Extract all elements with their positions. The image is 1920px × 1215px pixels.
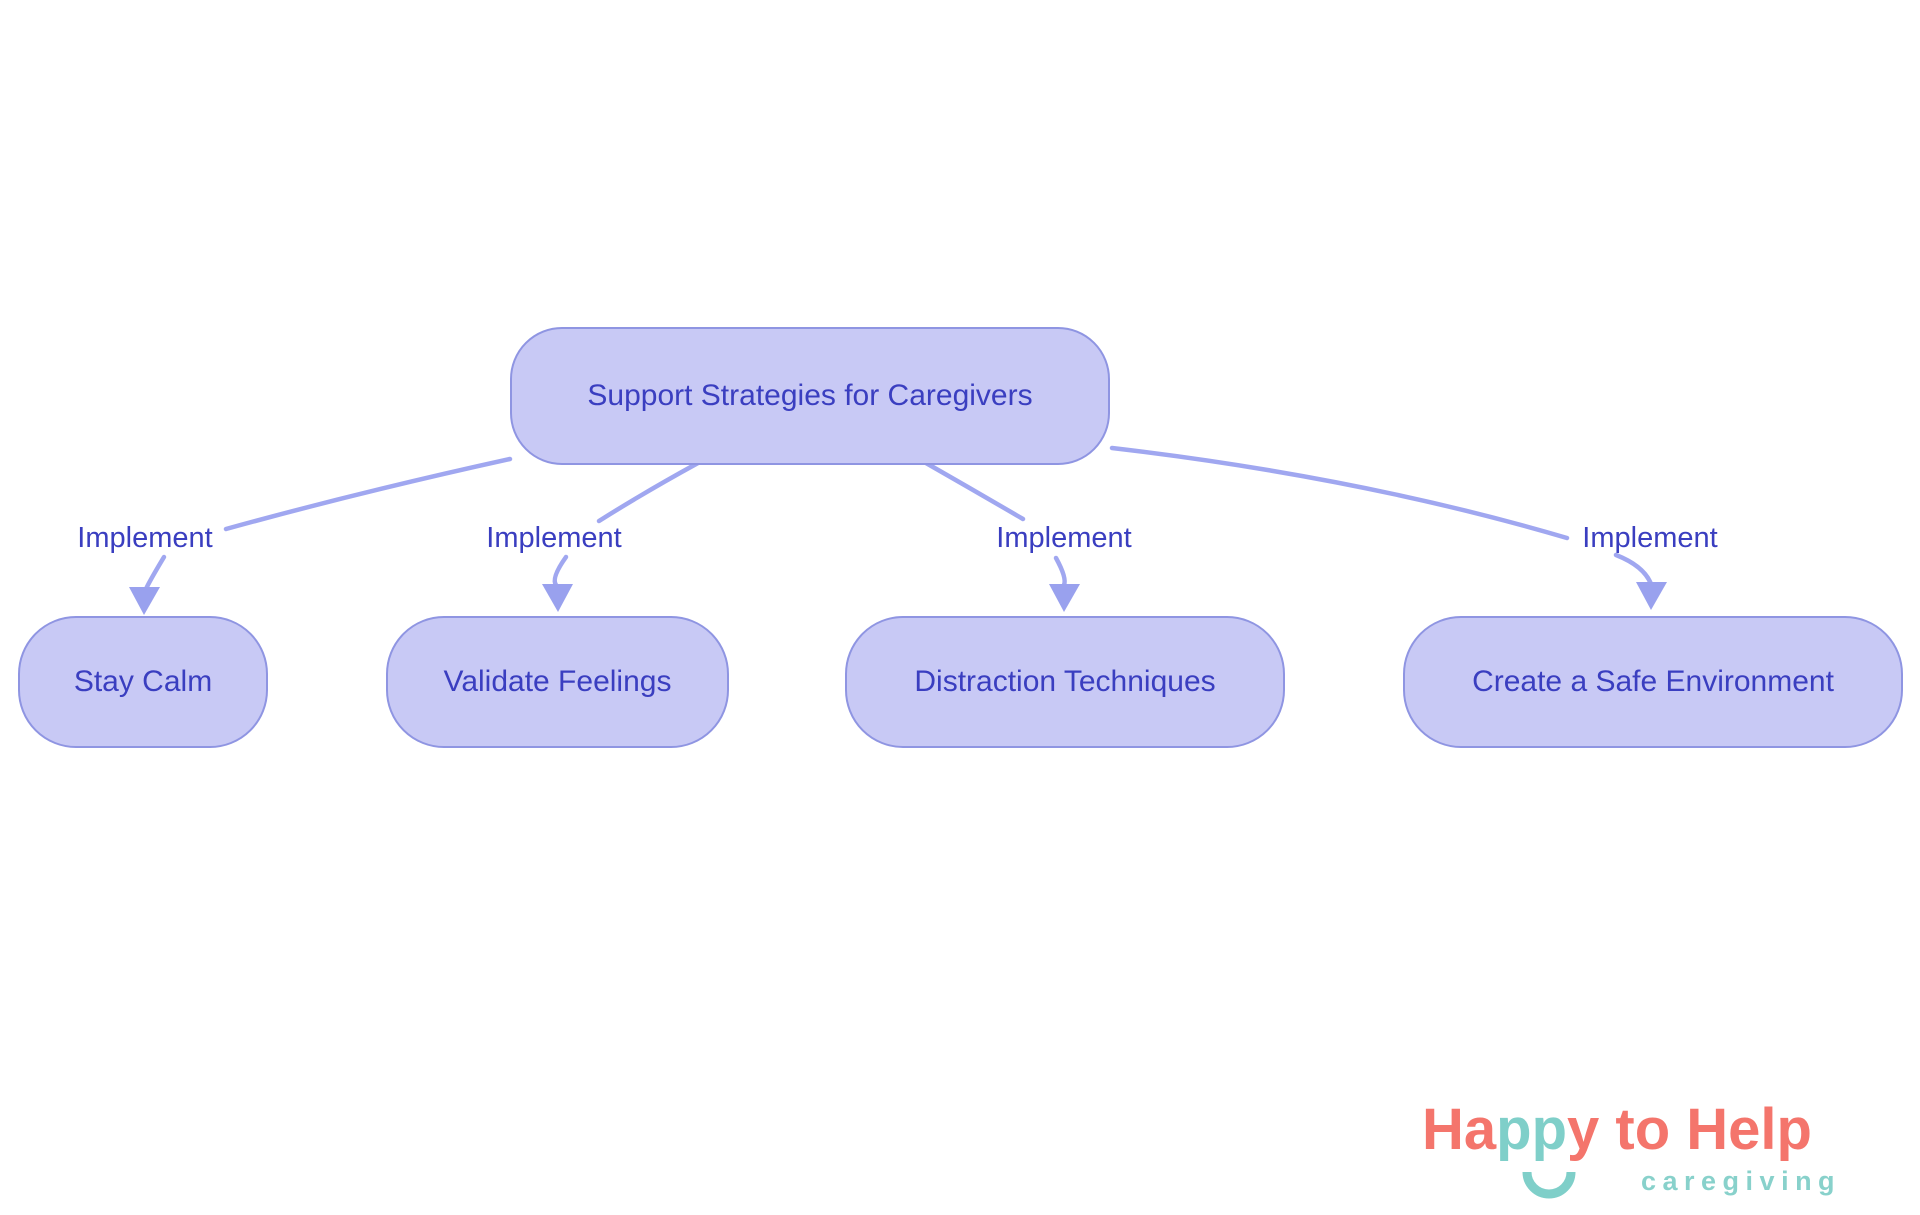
edge-label-implement-2: Implement (486, 522, 622, 554)
logo-subtitle: caregiving (1641, 1166, 1842, 1196)
happy-to-help-logo: Happy to Help caregiving (1420, 1098, 1920, 1213)
logo-text-y-to-help: y to Help (1567, 1097, 1812, 1162)
edge-label-implement-4: Implement (1582, 522, 1718, 554)
logo-text-ha: Ha (1422, 1097, 1497, 1162)
node-support-strategies: Support Strategies for Caregivers (510, 327, 1110, 465)
arrow-curve-1 (143, 554, 167, 592)
arrowhead-2-icon (542, 584, 573, 612)
edge-line-2 (596, 460, 701, 524)
logo-wordmark: Happy to Help (1422, 1101, 1812, 1159)
node-validate-feelings-label: Validate Feelings (443, 665, 672, 698)
arrowhead-3-icon (1049, 584, 1080, 612)
arrowhead-4-icon (1636, 582, 1667, 610)
smile-icon (1522, 1171, 1576, 1199)
logo-text-pp: pp (1496, 1097, 1568, 1162)
edge-line-3 (923, 460, 1026, 522)
edge-label-implement-1: Implement (77, 522, 213, 554)
node-validate-feelings: Validate Feelings (386, 616, 729, 748)
node-distraction-techniques-label: Distraction Techniques (914, 665, 1216, 698)
arrowhead-1-icon (129, 587, 160, 615)
node-stay-calm-label: Stay Calm (73, 665, 213, 698)
node-create-safe-environment-label: Create a Safe Environment (1472, 665, 1834, 698)
edge-label-implement-3: Implement (996, 522, 1132, 554)
arrow-curve-2 (552, 554, 569, 588)
node-create-safe-environment: Create a Safe Environment (1403, 616, 1903, 748)
arrow-curve-4 (1613, 552, 1654, 587)
edge-line-1 (223, 456, 513, 532)
node-distraction-techniques: Distraction Techniques (845, 616, 1285, 748)
arrow-curve-3 (1053, 555, 1067, 588)
edge-line-4 (1109, 445, 1570, 541)
node-support-strategies-label: Support Strategies for Caregivers (587, 379, 1033, 412)
node-stay-calm: Stay Calm (18, 616, 268, 748)
